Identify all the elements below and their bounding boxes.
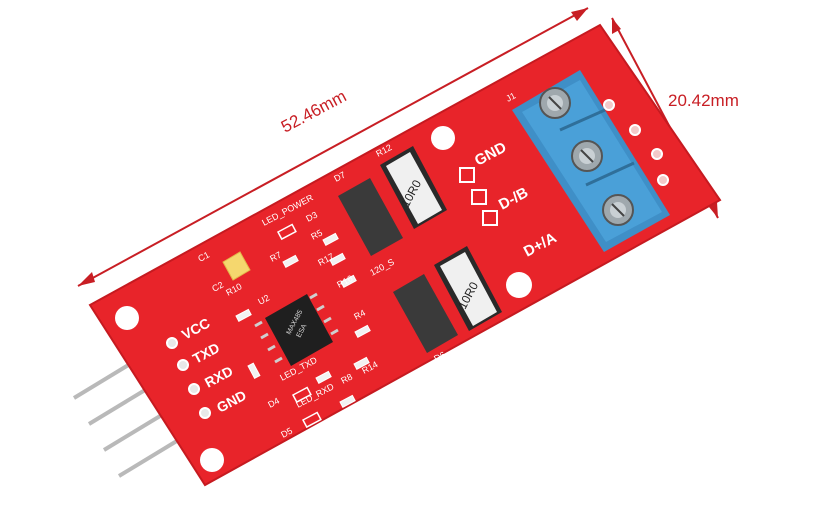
r9-label: R9	[353, 399, 368, 413]
led-pads	[276, 223, 322, 429]
r4-label: R4	[352, 308, 367, 322]
r8-label: R8	[339, 372, 354, 386]
d6-label: D6	[432, 350, 447, 364]
chip-u2: MAX485 ESA U2	[254, 293, 339, 366]
j1-label: J1	[504, 90, 517, 103]
terminal-block: J1	[504, 70, 670, 252]
mounting-hole	[431, 126, 455, 150]
diode-d6: D6	[393, 274, 458, 364]
c2-label: C2	[210, 280, 225, 294]
length-label: 52.46mm	[278, 86, 349, 136]
width-label: 20.42mm	[668, 91, 739, 110]
u2-label: U2	[256, 293, 271, 307]
d3-label: D3	[304, 210, 319, 224]
smd-resistors	[235, 232, 371, 408]
r13-label: R13	[484, 330, 503, 347]
r7-label: R7	[268, 250, 283, 264]
r5-label: R5	[309, 228, 324, 242]
screw-icon	[602, 194, 634, 226]
screw-icon	[539, 87, 571, 119]
diode-d7: D7	[332, 170, 403, 256]
screw-icon	[571, 140, 603, 172]
width-dimension: 20.42mm	[611, 17, 739, 219]
d5-label: D5	[279, 426, 294, 440]
mounting-hole	[506, 272, 532, 298]
pcb-board	[88, 23, 722, 487]
capacitor-c1: C1 C2	[196, 250, 251, 294]
mounting-hole	[115, 306, 139, 330]
resistor-r13: 10R0 R13	[434, 246, 504, 347]
d7-label: D7	[332, 170, 347, 184]
d4-label: D4	[266, 396, 281, 410]
c1-label: C1	[196, 250, 211, 264]
mounting-hole	[200, 448, 224, 472]
